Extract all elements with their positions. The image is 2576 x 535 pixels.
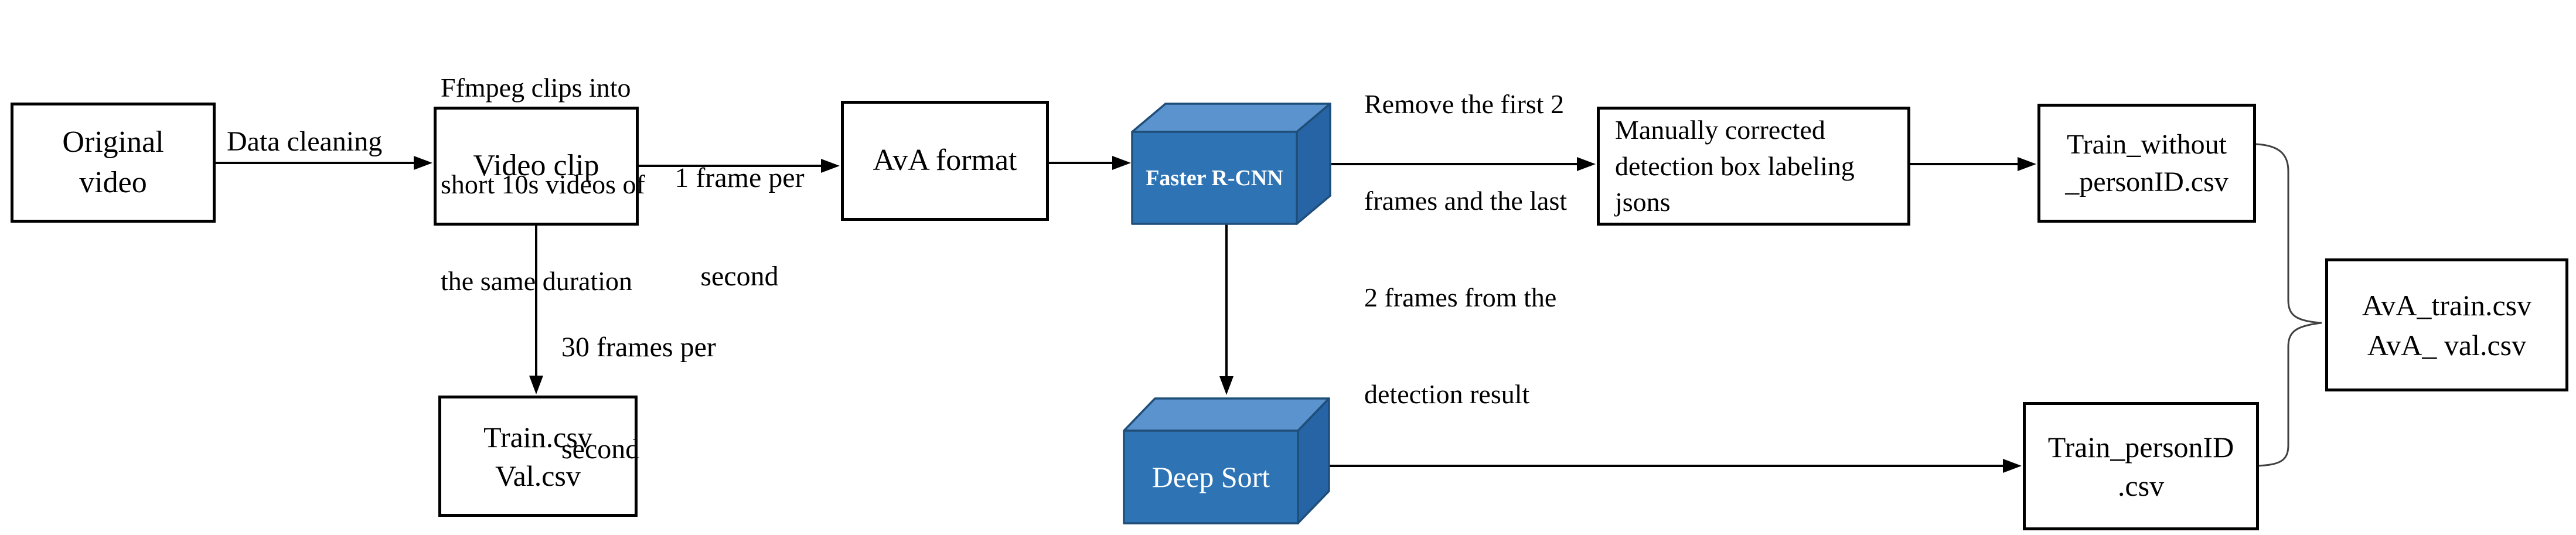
arrow-manual-to-trainwithout [1910,157,2036,171]
arrow-fasterrcnn-to-deepsort [1219,224,1234,395]
arrow-thirty-frames-per-second [529,226,543,394]
arrow-deepsort-to-trainpersonid [1329,459,2022,473]
arrow-one-frame-per-second [639,159,840,173]
node-manually-corrected-jsons: Manually corrected detection box labelin… [1597,107,1910,226]
node-video-clip: Video clip [434,107,639,226]
edge-label-line: 30 frames per [561,332,716,363]
node-text-line: Train.csv [483,420,592,454]
edge-label-line: second [561,434,640,465]
deep-sort-cube [1123,397,1330,524]
merge-brace [2255,143,2322,467]
faster-rcnn-cube [1131,103,1331,225]
annotation-line: short 10s videos of [441,169,645,199]
deep-sort-label: Deep Sort [1151,461,1270,493]
node-text-line: video [79,165,147,199]
edge-label-data-cleaning: Data cleaning [227,126,383,157]
node-text-line: jsons [1615,187,1671,217]
node-text-line: AvA format [873,144,1017,178]
faster-rcnn-cube-front [1131,131,1298,225]
node-train-val-csv: Train.csv Val.csv [438,396,638,517]
arrow-fasterrcnn-to-manual [1331,157,1596,171]
annotation-ffmpeg-note: Ffmpeg clips into short 10s videos of th… [441,7,645,362]
edge-label-line: second [700,261,779,292]
annotation-line: detection result [1364,379,1530,409]
edge-label-thirty-frames-per-second: 30 frames per second [561,263,716,534]
node-text-line: Manually corrected [1615,115,1825,145]
annotation-line: Remove the first 2 [1364,89,1565,119]
faster-rcnn-label: Faster R-CNN [1146,165,1283,190]
node-text-line: Original [62,125,164,159]
node-text-line: detection box labeling [1615,151,1855,181]
node-text-line: _personID.csv [2065,166,2229,197]
node-text-line: AvA_train.csv [2362,288,2532,322]
node-text-line: Val.csv [495,459,581,492]
node-ava-train-val-csv: AvA_train.csv AvA_ val.csv [2325,258,2568,391]
annotation-line: 2 frames from the [1364,282,1557,312]
node-train-without-personid-csv: Train_without _personID.csv [2037,104,2256,223]
deep-sort-cube-front [1123,430,1299,524]
node-train-personid-csv: Train_personID .csv [2023,402,2259,530]
node-text-line: AvA_ val.csv [2367,328,2527,362]
annotation-line: the same duration [441,266,633,296]
arrow-avaformat-to-fasterrcnn [1049,156,1131,170]
edge-label-one-frame-per-second: 1 frame per second [646,96,833,359]
node-ava-format: AvA format [841,101,1049,221]
arrow-data-cleaning [216,156,432,170]
edge-label-line: 1 frame per [674,162,805,193]
node-text-line: Train_personID [2047,430,2234,464]
annotation-remove-frames-note: Remove the first 2 frames and the last 2… [1364,23,1567,475]
node-text-line: Train_without [2067,129,2227,161]
node-text-line: .csv [2117,469,2165,502]
node-original-video: Original video [11,103,216,223]
annotation-line: frames and the last [1364,186,1568,216]
deep-sort-cube-top [1123,397,1330,432]
node-text-line: Video clip [473,149,599,183]
annotation-line: Ffmpeg clips into [441,73,631,103]
